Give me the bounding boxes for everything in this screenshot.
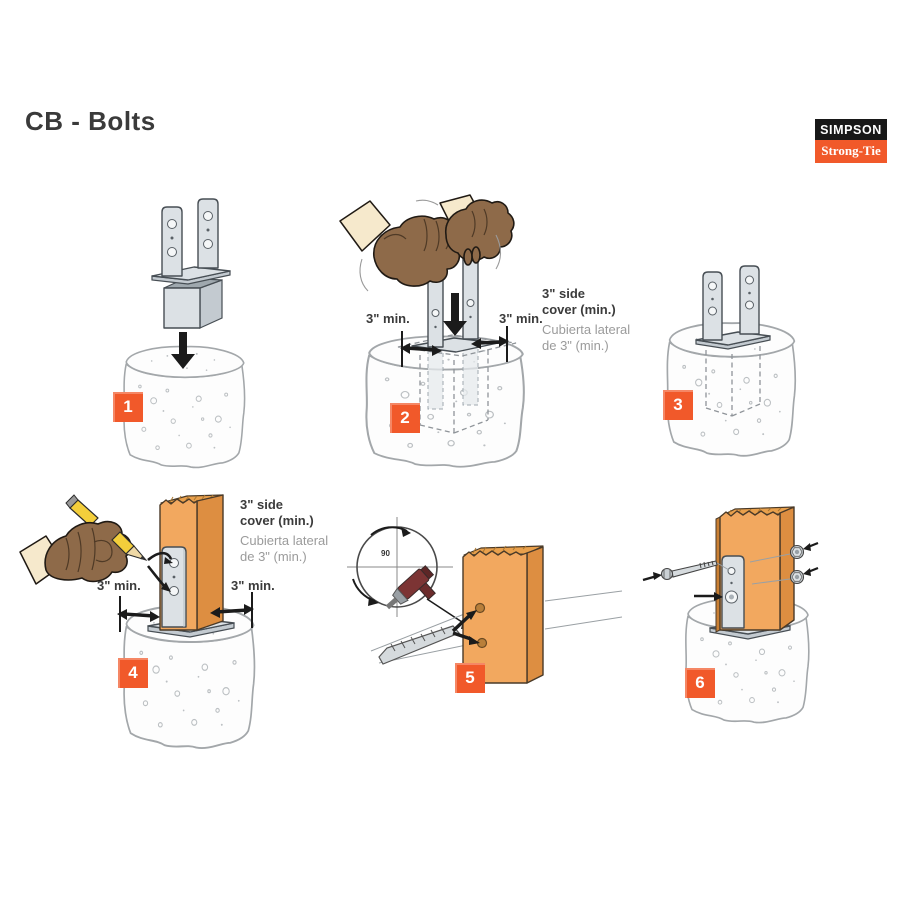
left-hand-glove	[339, 200, 463, 287]
step4-min-right-label: 3" min.	[231, 578, 275, 593]
step-4-illustration	[19, 494, 256, 750]
drill-direction-arrows	[451, 610, 480, 645]
auger-drill-bit	[378, 625, 460, 665]
side-cover-en-line2: cover (min.)	[240, 513, 314, 528]
step4-side-cover-en: 3" side cover (min.)	[240, 497, 314, 529]
simpson-strongtie-logo: SIMPSON Strong-Tie	[815, 119, 887, 163]
logo-simpson: SIMPSON	[815, 119, 887, 140]
side-cover-en-line2: cover (min.)	[542, 302, 616, 317]
step2-min-left-label: 3" min.	[366, 311, 410, 326]
step2-min-right-label: 3" min.	[499, 311, 543, 326]
step-6-illustration	[642, 506, 819, 724]
drill-icon	[385, 565, 436, 610]
nut-washer-upper	[749, 541, 819, 563]
column-base-bracket	[695, 265, 771, 350]
step-5-illustration	[347, 517, 623, 684]
step4-side-cover-es: Cubierta lateral de 3" (min.)	[240, 533, 328, 565]
embedded-dashed-box	[397, 334, 517, 434]
mark-hole-arrows	[146, 551, 173, 592]
bracket-strap	[161, 546, 187, 628]
step-badge-5: 5	[455, 663, 485, 693]
step-badge-6: 6	[685, 668, 715, 698]
wood-post	[462, 545, 544, 684]
insert-arrows-left	[642, 572, 723, 601]
step2-side-cover-es: Cubierta lateral de 3" (min.)	[542, 322, 630, 354]
step4-min-left-label: 3" min.	[97, 578, 141, 593]
drill-angle-label: 90	[381, 549, 390, 558]
side-cover-dimension-arrows	[400, 326, 509, 367]
step-badge-2: 2	[390, 403, 420, 433]
embedded-dashed-box	[705, 346, 761, 417]
drilled-hole-upper	[474, 602, 486, 614]
side-cover-es-line1: Cubierta lateral	[542, 322, 631, 337]
step2-side-cover-en: 3" side cover (min.)	[542, 286, 616, 318]
side-cover-dimension-arrows	[117, 592, 254, 632]
down-arrow	[171, 332, 195, 369]
bracket-strap	[721, 555, 745, 629]
side-cover-es-line2: de 3" (min.)	[240, 549, 307, 564]
nut-washer-lower	[751, 566, 819, 585]
column-base-bracket	[151, 198, 231, 329]
step-3-illustration	[666, 265, 797, 457]
side-cover-es-line2: de 3" (min.)	[542, 338, 609, 353]
step-2-illustration	[339, 194, 525, 468]
logo-strongtie: Strong-Tie	[815, 140, 887, 163]
hex-bolt	[660, 560, 730, 581]
step-badge-1: 1	[113, 392, 143, 422]
side-cover-es-line1: Cubierta lateral	[240, 533, 329, 548]
side-cover-en-line1: 3" side	[542, 286, 586, 301]
down-arrow	[443, 293, 467, 336]
step-badge-3: 3	[663, 390, 693, 420]
drill-angle-inset	[347, 517, 453, 617]
step-1-illustration	[123, 198, 246, 469]
marking-hand-with-pencil	[19, 494, 148, 585]
step-badge-4: 4	[118, 658, 148, 688]
right-hand-glove	[439, 194, 515, 266]
page-title: CB - Bolts	[25, 106, 156, 136]
side-cover-en-line1: 3" side	[240, 497, 284, 512]
